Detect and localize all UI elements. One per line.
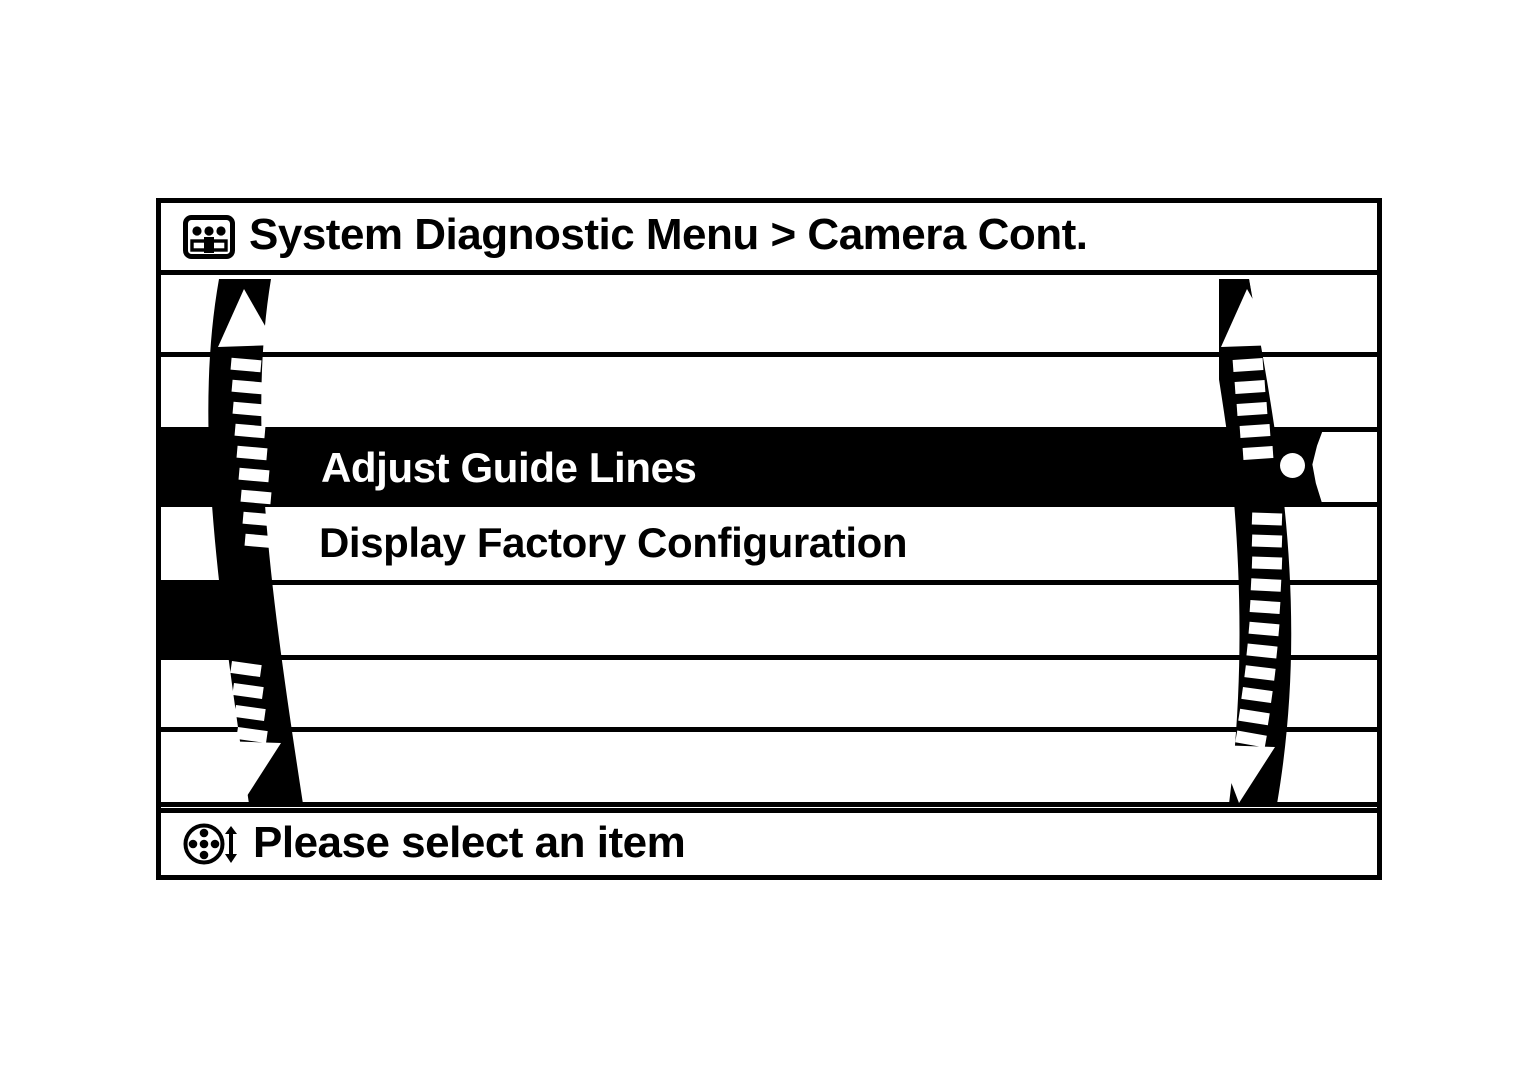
- camera-control-module-icon: [183, 214, 235, 259]
- status-message: Please select an item: [253, 817, 686, 867]
- menu-item-display-factory-configuration[interactable]: Display Factory Configuration: [319, 519, 908, 566]
- row-divider: [161, 727, 1377, 732]
- dpad-joystick-icon: [183, 822, 241, 866]
- menu-list: Adjust Guide Lines Display Factory Confi…: [161, 275, 1377, 808]
- selected-row-highlight[interactable]: [161, 427, 1324, 502]
- row-divider: [161, 502, 1377, 507]
- arrow-down-icon: [1217, 745, 1275, 803]
- row-divider: [161, 352, 1377, 357]
- right-scroll-rail[interactable]: [1203, 275, 1359, 808]
- left-scroll-rail[interactable]: [175, 275, 315, 808]
- page-title: System Diagnostic Menu > Camera Cont.: [249, 210, 1088, 259]
- menu-screen-frame: System Diagnostic Menu > Camera Cont. Ad…: [156, 198, 1382, 880]
- row-divider: [161, 802, 1377, 807]
- up-down-arrow-icon: [225, 826, 237, 863]
- menu-item-adjust-guide-lines[interactable]: Adjust Guide Lines: [321, 444, 697, 491]
- footer-bar: Please select an item: [161, 808, 1377, 875]
- header-bar: System Diagnostic Menu > Camera Cont.: [161, 203, 1377, 275]
- row-divider: [161, 580, 1377, 585]
- arrow-down-icon: [223, 741, 281, 799]
- arrow-up-icon: [218, 289, 276, 347]
- selected-row-bullet-icon: [1280, 453, 1305, 478]
- arrow-up-icon: [1221, 289, 1279, 347]
- row-divider: [161, 655, 1377, 660]
